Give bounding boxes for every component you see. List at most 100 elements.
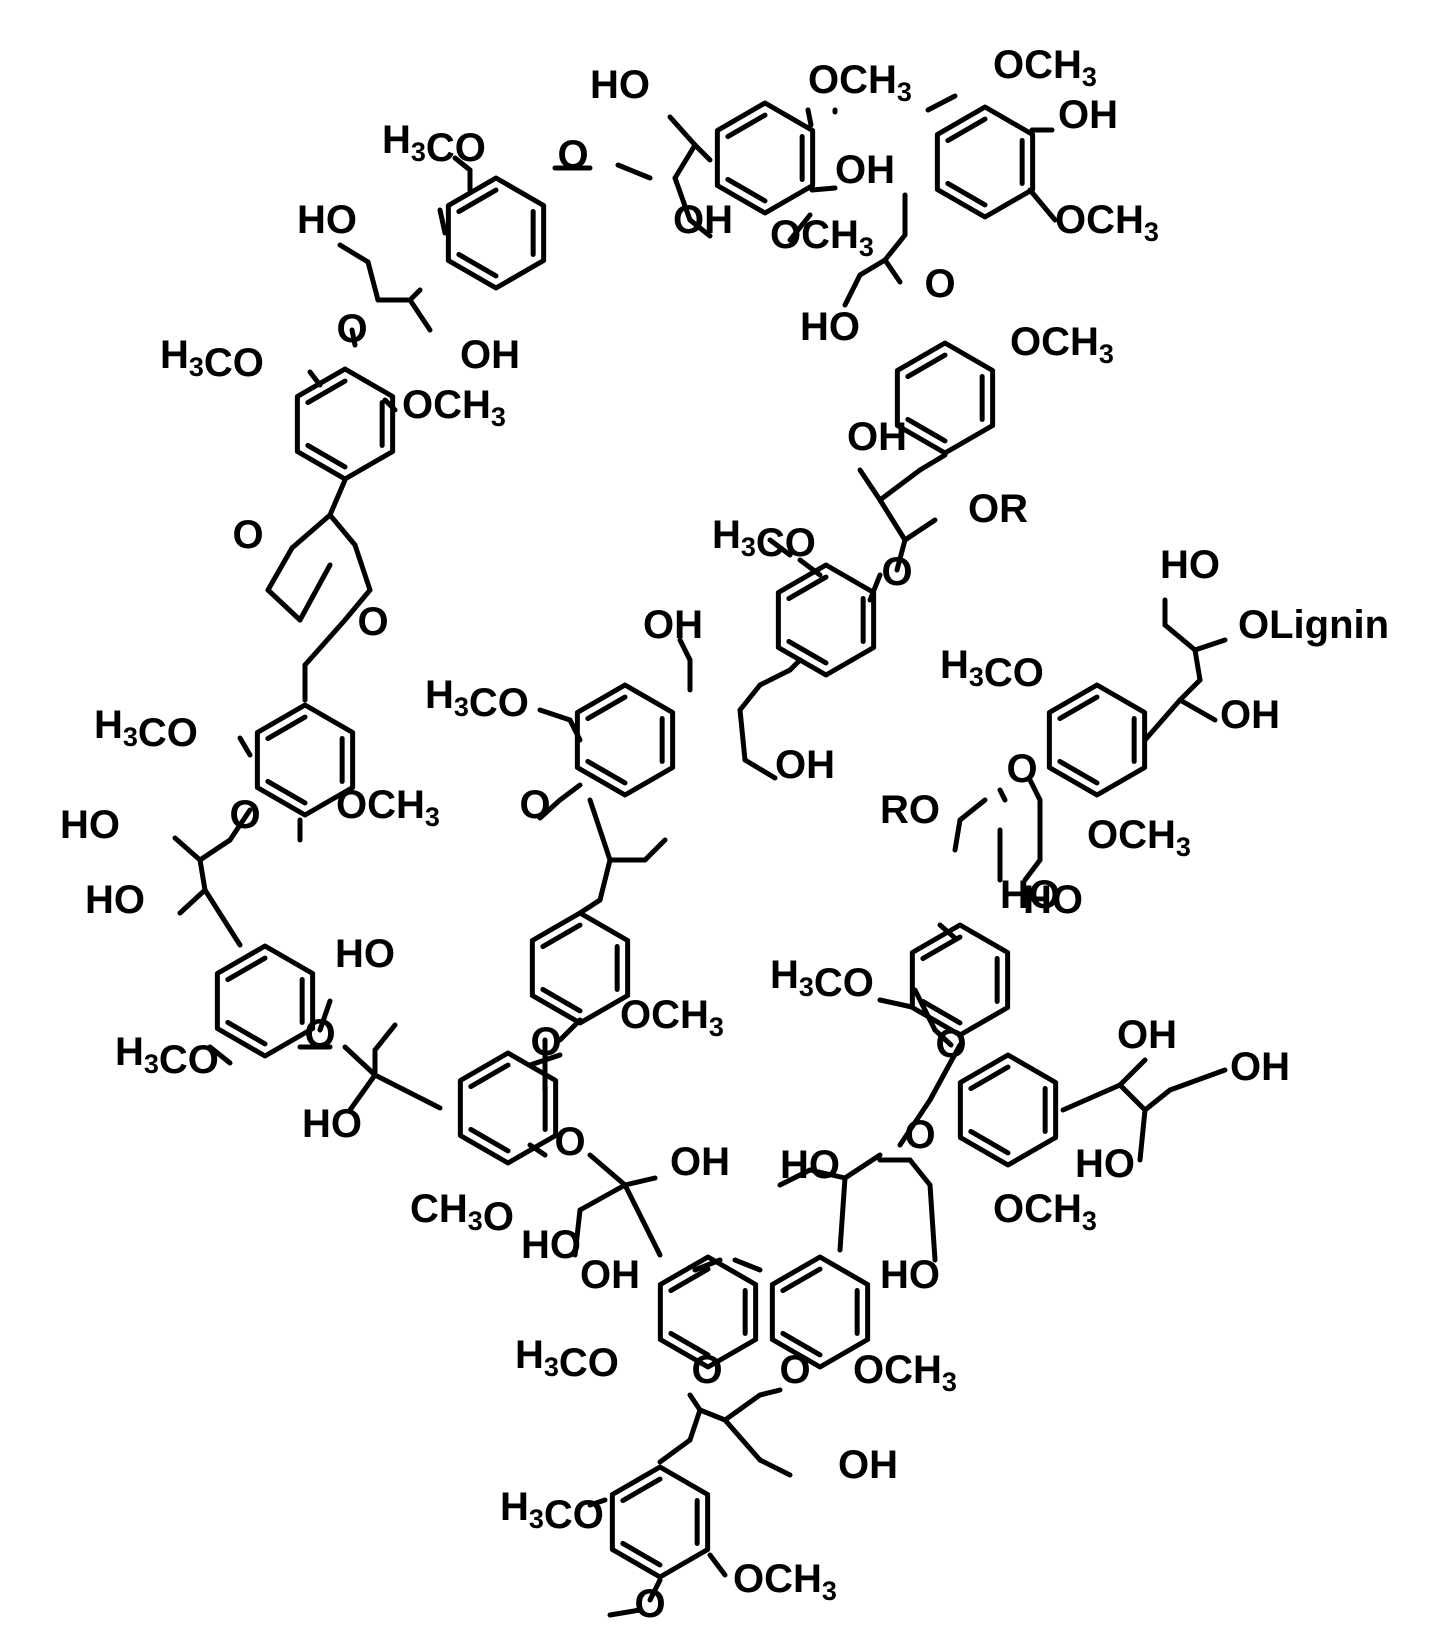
single-bond — [372, 1072, 443, 1111]
atom-label: HO — [880, 1253, 940, 1297]
atom-label: H3CO — [382, 118, 486, 170]
atom-label: HO — [1075, 1142, 1135, 1186]
atom-label: CH3O — [410, 1187, 514, 1239]
atom-label: RO — [880, 788, 940, 832]
atom-label: OCH3 — [770, 213, 874, 262]
atom-label: OH — [838, 1443, 898, 1487]
single-bond — [577, 1182, 628, 1213]
aromatic-double-bond — [468, 1062, 511, 1090]
aromatic-double-bond — [968, 1128, 1011, 1156]
single-bond — [882, 257, 903, 285]
atom-label: H3CO — [160, 333, 264, 385]
single-bond — [882, 232, 908, 263]
single-bond — [837, 1175, 848, 1253]
single-bond — [172, 835, 203, 863]
single-bond — [197, 837, 233, 863]
atom-label: OCH3 — [402, 383, 506, 432]
single-bond — [842, 272, 863, 308]
atom-label: OH — [1230, 1045, 1290, 1089]
atom-label: HO — [590, 63, 650, 107]
single-bond — [202, 887, 243, 948]
atom-label: O — [530, 1020, 561, 1064]
atom-label: O — [304, 1012, 335, 1056]
single-bond — [577, 897, 603, 916]
atom-label: HO — [297, 198, 357, 242]
benzene-ring — [254, 702, 356, 818]
aromatic-double-bond — [456, 187, 499, 215]
single-bond — [327, 477, 348, 518]
aromatic-double-bond — [1057, 758, 1100, 786]
aromatic-double-bond — [456, 251, 499, 279]
atom-label: O — [519, 783, 550, 827]
bond-lines — [172, 93, 1228, 1618]
aromatic-double-bond — [725, 112, 768, 140]
benzene-ring — [657, 1254, 759, 1370]
atom-label: OH — [643, 603, 703, 647]
atom-label: HO — [1000, 873, 1060, 917]
atom-label: OCH3 — [1087, 813, 1191, 862]
single-bond — [657, 1437, 693, 1465]
single-bond — [342, 587, 373, 623]
single-bond — [587, 1497, 608, 1508]
single-bond — [1117, 1057, 1148, 1088]
benzene-ring — [294, 366, 396, 482]
single-bond — [927, 1182, 938, 1263]
atom-label: OH — [580, 1253, 640, 1297]
single-bond — [692, 142, 713, 163]
single-bond — [265, 545, 295, 593]
single-bond — [365, 259, 381, 303]
atom-label: H3CO — [712, 513, 816, 565]
single-bond — [615, 162, 653, 181]
single-bond — [1060, 1082, 1123, 1113]
single-bond — [327, 512, 358, 548]
aromatic-double-bond — [725, 176, 768, 204]
single-bond — [809, 185, 838, 193]
atom-label: HO — [1160, 543, 1220, 587]
atom-label: HO — [780, 1143, 840, 1187]
single-bond — [757, 1457, 793, 1478]
single-bond — [342, 1044, 378, 1078]
single-bond — [347, 1072, 378, 1113]
aromatic-double-bond — [905, 416, 948, 444]
aromatic-double-bond — [780, 1266, 823, 1294]
atom-label: OH — [460, 333, 520, 377]
atom-label: OLignin — [1238, 603, 1389, 647]
single-bond — [607, 1607, 643, 1618]
benzene-ring — [775, 562, 877, 678]
atom-label: OH — [847, 415, 907, 459]
aromatic-double-bond — [968, 1064, 1011, 1092]
atom-label: O — [904, 1113, 935, 1157]
single-bond — [1027, 777, 1043, 803]
single-bond — [622, 1175, 658, 1188]
single-bond — [737, 682, 763, 713]
atom-label: O — [1006, 747, 1037, 791]
single-bond — [877, 497, 908, 543]
single-bond — [697, 1407, 728, 1423]
single-bond — [925, 93, 958, 113]
single-bond — [537, 707, 573, 723]
aromatic-double-bond — [620, 1540, 663, 1568]
atom-label: OCH3 — [993, 1187, 1097, 1236]
aromatic-double-bond — [920, 934, 963, 962]
single-bond — [197, 857, 208, 893]
atom-label: HO — [521, 1223, 581, 1267]
aromatic-double-bond — [265, 778, 308, 806]
single-bond — [227, 807, 253, 843]
single-bond — [957, 797, 988, 823]
single-bond — [737, 707, 748, 763]
single-bond — [805, 107, 814, 128]
atom-label: HO — [60, 803, 120, 847]
single-bond — [897, 1097, 933, 1148]
single-bond — [372, 1022, 398, 1053]
single-bond — [777, 1167, 813, 1188]
single-bond — [587, 1152, 628, 1188]
single-bond — [1167, 1067, 1228, 1093]
aromatic-double-bond — [305, 442, 348, 470]
atom-label: OH — [835, 148, 895, 192]
benzene-ring — [529, 910, 631, 1026]
atom-label: O — [935, 1022, 966, 1066]
single-bond — [672, 175, 693, 223]
aromatic-double-bond — [225, 1019, 268, 1047]
single-bond — [349, 327, 358, 348]
